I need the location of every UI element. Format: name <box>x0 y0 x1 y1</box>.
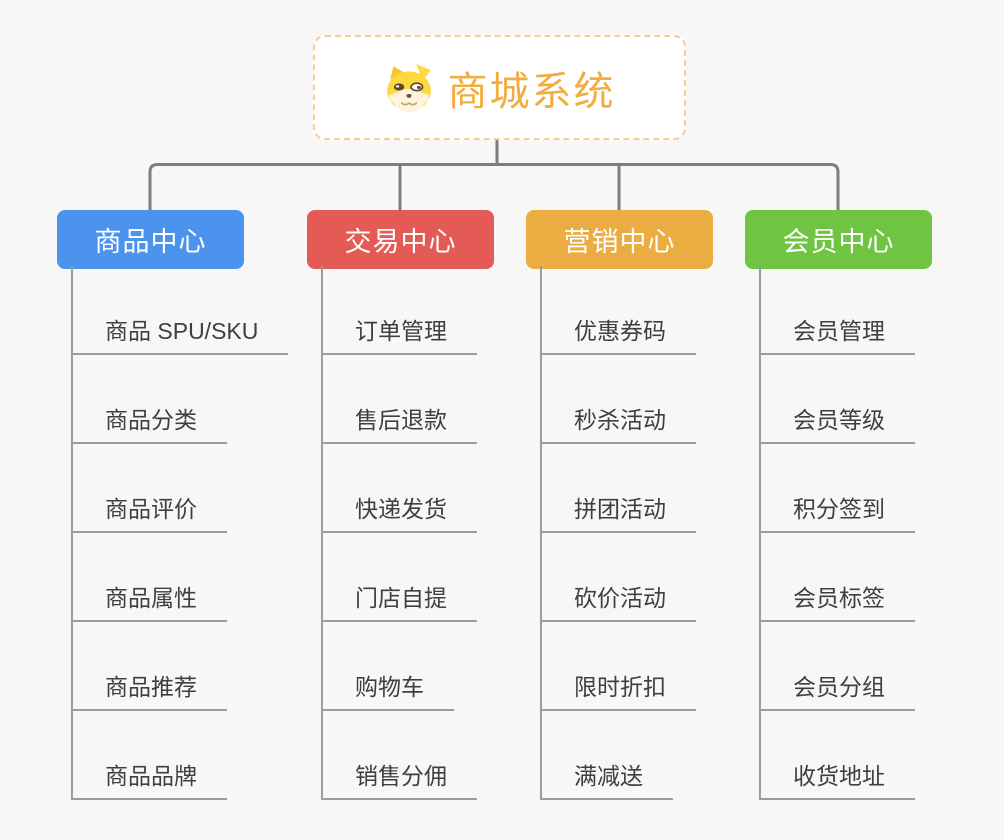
leaf-row: 商品品牌 <box>73 711 288 800</box>
leaf-row: 收货地址 <box>761 711 915 800</box>
leaf-node[interactable]: 会员分组 <box>761 668 915 711</box>
leaf-node[interactable]: 商品属性 <box>73 579 227 622</box>
leaf-row: 拼团活动 <box>542 444 696 533</box>
leaf-node[interactable]: 商品评价 <box>73 490 227 533</box>
branch-node-trade-center[interactable]: 交易中心 <box>307 210 494 269</box>
leaf-row: 购物车 <box>323 622 477 711</box>
branch-node-marketing-center[interactable]: 营销中心 <box>526 210 713 269</box>
leaf-row: 砍价活动 <box>542 533 696 622</box>
leaf-node[interactable]: 商品分类 <box>73 401 227 444</box>
leaf-row: 会员标签 <box>761 533 915 622</box>
root-node[interactable]: 商城系统 <box>313 35 686 140</box>
leaf-node[interactable]: 售后退款 <box>323 401 477 444</box>
leaf-node[interactable]: 快递发货 <box>323 490 477 533</box>
leaf-node[interactable]: 会员管理 <box>761 312 915 355</box>
leaf-row: 会员分组 <box>761 622 915 711</box>
leaf-node[interactable]: 收货地址 <box>761 757 915 800</box>
leaf-row: 商品分类 <box>73 355 288 444</box>
branch-bus-line <box>148 163 840 210</box>
leaf-node[interactable]: 销售分佣 <box>323 757 477 800</box>
branch-node-member-center[interactable]: 会员中心 <box>745 210 932 269</box>
leaf-node[interactable]: 会员标签 <box>761 579 915 622</box>
leaf-node[interactable]: 秒杀活动 <box>542 401 696 444</box>
leaf-node[interactable]: 商品品牌 <box>73 757 227 800</box>
doge-icon <box>386 63 431 112</box>
leaf-node[interactable]: 购物车 <box>323 668 454 711</box>
leaf-row: 快递发货 <box>323 444 477 533</box>
leaf-row: 限时折扣 <box>542 622 696 711</box>
leaf-node[interactable]: 拼团活动 <box>542 490 696 533</box>
leaf-row: 销售分佣 <box>323 711 477 800</box>
leaf-node[interactable]: 订单管理 <box>323 312 477 355</box>
leaf-node[interactable]: 限时折扣 <box>542 668 696 711</box>
leaf-node[interactable]: 满减送 <box>542 757 673 800</box>
leaf-row: 会员等级 <box>761 355 915 444</box>
leaf-row: 优惠券码 <box>542 266 696 355</box>
leaf-row: 订单管理 <box>323 266 477 355</box>
branch-children-member: 会员管理 会员等级 积分签到 会员标签 会员分组 收货地址 <box>759 266 915 800</box>
branch-node-product-center[interactable]: 商品中心 <box>57 210 244 269</box>
leaf-node[interactable]: 商品推荐 <box>73 668 227 711</box>
leaf-node[interactable]: 优惠券码 <box>542 312 696 355</box>
branch-children-marketing: 优惠券码 秒杀活动 拼团活动 砍价活动 限时折扣 满减送 <box>540 266 696 800</box>
leaf-row: 积分签到 <box>761 444 915 533</box>
leaf-row: 商品推荐 <box>73 622 288 711</box>
root-title: 商城系统 <box>447 69 616 114</box>
leaf-row: 满减送 <box>542 711 696 800</box>
leaf-row: 门店自提 <box>323 533 477 622</box>
leaf-row: 售后退款 <box>323 355 477 444</box>
leaf-row: 秒杀活动 <box>542 355 696 444</box>
leaf-node[interactable]: 会员等级 <box>761 401 915 444</box>
branch-children-product: 商品 SPU/SKU 商品分类 商品评价 商品属性 商品推荐 商品品牌 <box>71 266 289 800</box>
leaf-node[interactable]: 砍价活动 <box>542 579 696 622</box>
leaf-row: 商品属性 <box>73 533 288 622</box>
leaf-node[interactable]: 商品 SPU/SKU <box>73 312 289 355</box>
leaf-row: 商品 SPU/SKU <box>73 266 289 355</box>
leaf-node[interactable]: 门店自提 <box>323 579 477 622</box>
leaf-node[interactable]: 积分签到 <box>761 490 915 533</box>
branch-children-trade: 订单管理 售后退款 快递发货 门店自提 购物车 销售分佣 <box>321 266 477 800</box>
leaf-row: 商品评价 <box>73 444 288 533</box>
leaf-row: 会员管理 <box>761 266 915 355</box>
